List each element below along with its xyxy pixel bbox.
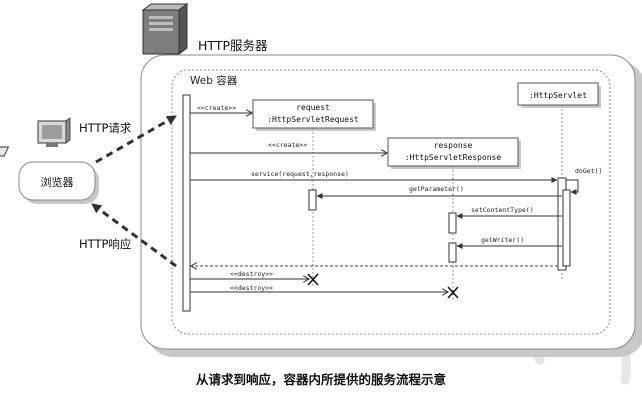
- server-label: HTTP服务器: [198, 38, 268, 53]
- response-activation-2: [448, 242, 457, 263]
- response-object-type: :HttpServletResponse: [405, 153, 502, 162]
- browser-box[interactable]: [18, 161, 96, 201]
- response-activation-1: [448, 212, 457, 234]
- request-activation: [308, 189, 317, 211]
- browser-label: 浏览器: [41, 175, 74, 189]
- computer-icon: [0, 117, 71, 157]
- server-icon: [141, 3, 189, 55]
- get-parameter-label: getParameter(): [409, 185, 464, 193]
- response-object-name: response: [434, 141, 473, 150]
- set-content-type-label: setContentType(): [471, 206, 534, 214]
- get-writer-label: getWriter(): [481, 236, 524, 244]
- container-activation: [182, 94, 191, 312]
- create-request-label: <<create>>: [197, 104, 236, 112]
- request-object-type: :HttpServletRequest: [267, 115, 359, 124]
- servlet-object: :HttpServlet: [517, 82, 601, 108]
- request-object: request :HttpServletRequest: [252, 99, 376, 131]
- servlet-object-name: :HttpServlet: [529, 91, 587, 100]
- http-request-arrow: [95, 114, 177, 164]
- destroy-response-label: <<destroy>>: [230, 284, 273, 292]
- figure-caption: 从请求到响应，容器内所提供的服务流程示意: [196, 372, 446, 387]
- http-response-label: HTTP响应: [79, 237, 131, 251]
- servlet-doget-activation: [562, 189, 571, 267]
- container-label: Web 容器: [190, 74, 238, 87]
- doget-self-arrow: [566, 179, 579, 195]
- response-destroy-mark: [447, 286, 459, 299]
- doget-label: doGet(): [575, 167, 602, 175]
- create-response-label: <<create>>: [268, 141, 307, 149]
- request-destroy-mark: [307, 273, 319, 286]
- service-label: service(request,response): [251, 170, 349, 178]
- http-request-label: HTTP请求: [79, 121, 132, 135]
- request-object-name: request: [296, 103, 330, 112]
- response-object: response :HttpServletResponse: [387, 137, 521, 169]
- destroy-request-label: <<destroy>>: [230, 270, 273, 278]
- http-response-arrow: [91, 202, 177, 268]
